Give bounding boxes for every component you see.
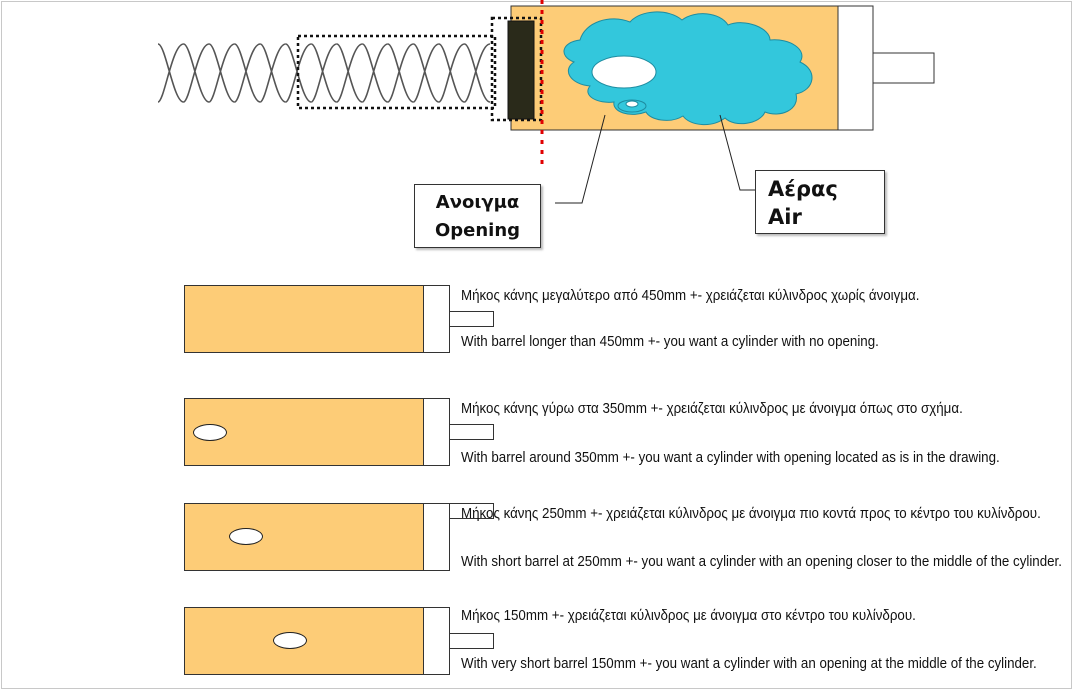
cylinder-head [423,398,450,466]
spring-coil-turn [310,43,338,103]
nozzle [449,424,494,440]
piston-head [507,20,535,120]
spring-coil-turn [361,43,389,103]
cylinder-body [184,503,424,571]
row-text-greek: Μήκος κάνης 250mm +- χρειάζεται κύλινδρο… [461,506,1041,522]
airsoft-cylinder-diagram [157,0,935,204]
spring-coil-turn [182,43,210,103]
row-text-english: With very short barrel 150mm +- you want… [461,656,1037,672]
cylinder-head [423,285,450,353]
air-leader-line [719,114,755,191]
row-text-english: With barrel longer than 450mm +- you wan… [461,334,879,350]
row-text-greek: Μήκος κάνης γύρω στα 350mm +- χρειάζεται… [461,401,963,417]
cylinder-body [184,398,424,466]
row-text-english: With barrel around 350mm +- you want a c… [461,450,1000,466]
opening-label-english: Opening [434,220,521,241]
air-label-greek: Αέρας [768,177,838,201]
row-text-greek: Μήκος κάνης μεγαλύτερο από 450mm +- χρει… [461,288,920,304]
cylinder-body [184,285,424,353]
opening-leader-line [555,114,606,204]
opening-callout: Ανοιγμα Opening [414,184,541,248]
cylinder-opening [273,632,307,649]
piston-outline [296,34,497,110]
cylinder-head [423,503,450,571]
spring-coil-turn [259,43,287,103]
nozzle [872,52,935,84]
nozzle [449,311,494,327]
cylinder-head [837,5,874,131]
piston-head-dotted-outline [490,16,543,122]
spring-coil-turn [335,43,363,103]
air-label-english: Air [768,205,802,229]
cylinder-head [423,607,450,675]
spring-coil-turn [157,43,184,103]
air-callout: Αέρας Air [755,170,885,234]
row-text-greek: Μήκος 150mm +- χρειάζεται κύλινδρος με ά… [461,608,916,624]
spring-coil-turn [233,43,261,103]
nozzle [449,503,494,519]
air-cloud [563,11,813,125]
spring-coil-turn [387,43,414,103]
cylinder-opening [193,424,227,441]
row-text-english: With short barrel at 250mm +- you want a… [461,554,1062,570]
spring-coil-turn [208,43,235,103]
nozzle [449,633,494,649]
cylinder-opening [229,528,263,545]
spring-coil-turn [438,43,465,103]
spring [157,43,491,103]
spring-coil-turn [412,43,440,103]
spring-coil-turn [463,43,491,103]
opening-label-greek: Ανοιγμα [435,192,520,213]
